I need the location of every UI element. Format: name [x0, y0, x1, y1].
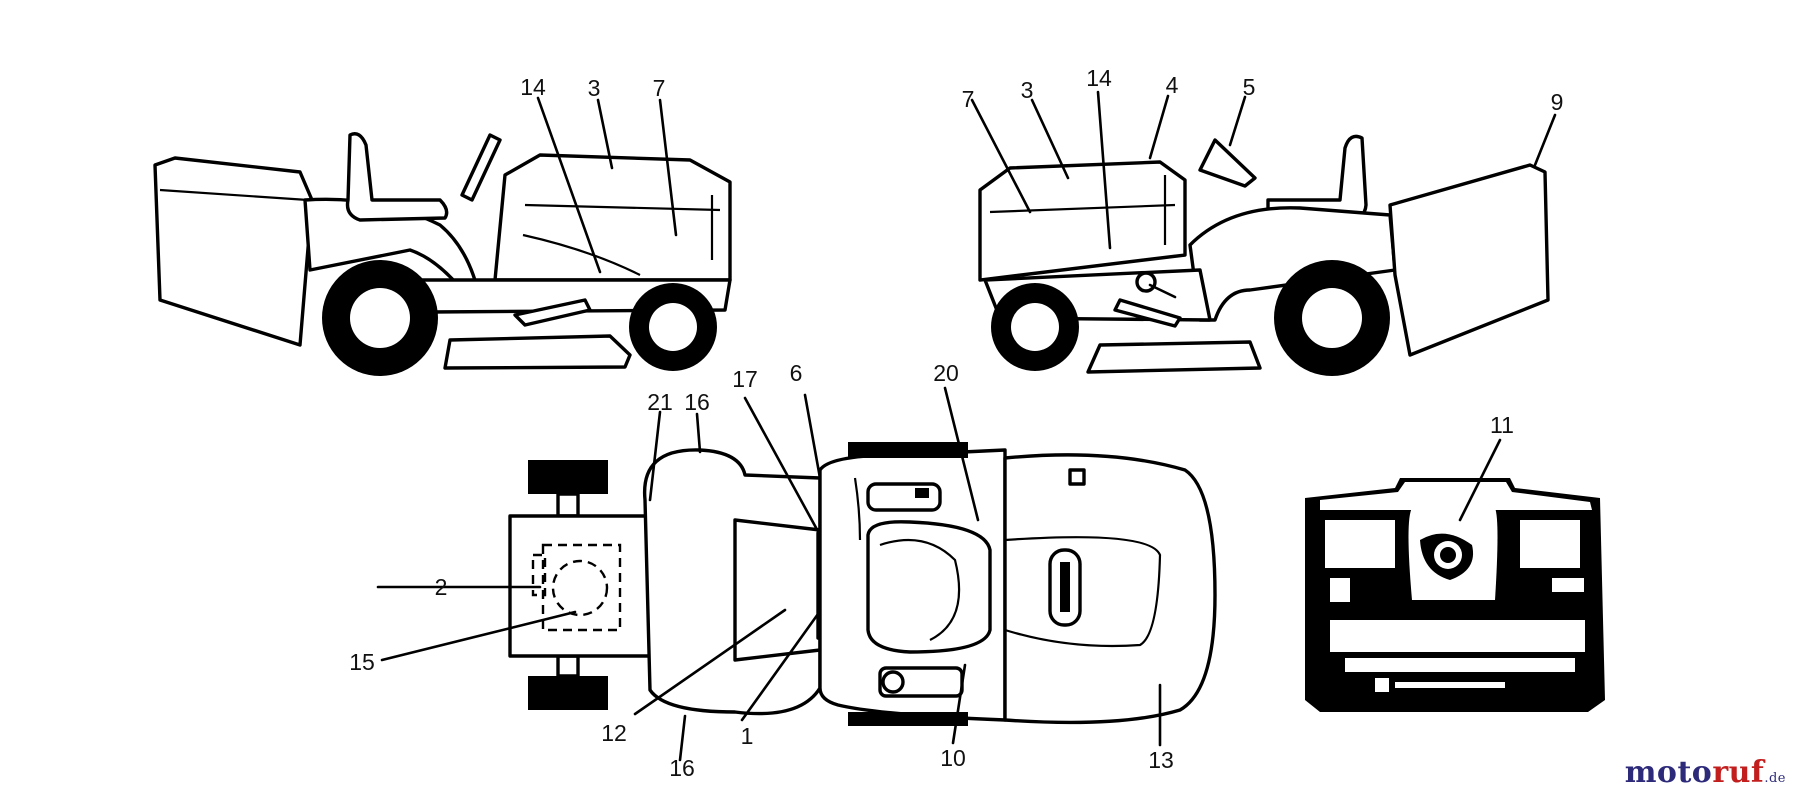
- callout-21: 21: [647, 389, 673, 415]
- callout-12: 12: [601, 720, 627, 746]
- callout-14-right: 14: [1086, 65, 1112, 91]
- rear-wheel-top-1: [528, 460, 608, 494]
- rear-wheel-top-2: [528, 676, 608, 710]
- grass-collector: [153, 156, 314, 347]
- hood: [493, 153, 732, 282]
- gear-lever: [1135, 271, 1157, 293]
- steering-wheel: [460, 133, 502, 202]
- callout-17: 17: [732, 366, 758, 392]
- callout-13: 13: [1148, 747, 1174, 773]
- callout-5: 5: [1243, 74, 1256, 100]
- callout-14-left: 14: [520, 74, 546, 100]
- callout-3-right: 3: [1021, 77, 1034, 103]
- callout-10: 10: [940, 745, 966, 771]
- watermark-ruf: ruf: [1712, 755, 1765, 790]
- mower-deck-right: [1086, 340, 1262, 374]
- steering-wheel-right: [1198, 138, 1257, 188]
- callout-2: 2: [435, 574, 448, 600]
- watermark-moto: moto: [1624, 755, 1713, 790]
- motoruf-watermark: motoruf.de: [1625, 755, 1786, 790]
- callout-1: 1: [741, 723, 754, 749]
- callout-6: 6: [790, 360, 803, 386]
- callout-7-left: 7: [653, 75, 666, 101]
- rear-fender-right: [1188, 206, 1397, 322]
- callout-3-left: 3: [588, 75, 601, 101]
- pedal-right: [1113, 298, 1182, 328]
- callout-7-right: 7: [962, 86, 975, 112]
- callout-labels: 14 3 7 7 3 14 4 5 9 21 16 17 6 20 11 2 1…: [349, 65, 1563, 781]
- hood-top: [1003, 453, 1217, 725]
- steering-console: [866, 520, 992, 654]
- callout-11: 11: [1490, 412, 1514, 438]
- hood-right: [978, 160, 1187, 282]
- grass-collector-right: [1388, 163, 1550, 357]
- seat: [345, 132, 449, 222]
- callout-20: 20: [933, 360, 959, 386]
- callout-4: 4: [1166, 72, 1179, 98]
- callout-16-bottom: 16: [669, 755, 695, 781]
- callout-15: 15: [349, 649, 375, 675]
- callout-16-top: 16: [684, 389, 710, 415]
- mower-top-view: [376, 386, 1217, 762]
- mower-side-view-right: [970, 90, 1557, 376]
- watermark-tld: .de: [1764, 771, 1786, 786]
- dashboard-panel: [1305, 438, 1605, 712]
- callout-9: 9: [1551, 89, 1564, 115]
- mower-side-view-left: [153, 96, 732, 376]
- pedal: [513, 298, 592, 327]
- mower-deck: [443, 334, 632, 370]
- fuel-cap: [866, 482, 942, 512]
